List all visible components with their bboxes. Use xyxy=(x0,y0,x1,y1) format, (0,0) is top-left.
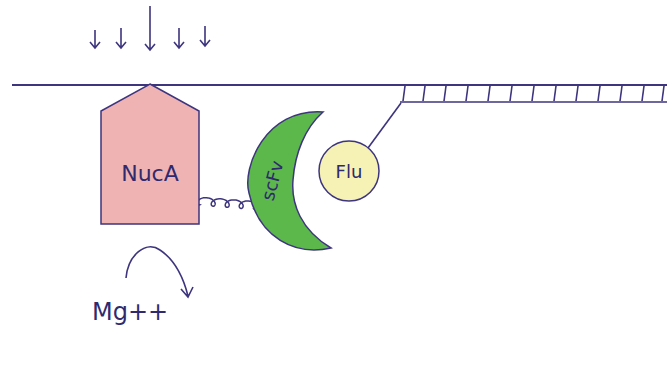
release-arrow xyxy=(126,247,193,297)
node-label: NucA xyxy=(121,161,179,186)
linker-coil xyxy=(197,198,257,210)
tether-line xyxy=(368,103,401,148)
cleavage-arrows xyxy=(90,6,210,50)
nuclease-pentagon: NucA xyxy=(100,83,200,225)
flu-circle: Flu xyxy=(318,140,380,202)
node-label: Flu xyxy=(336,161,363,182)
hybrid-strand xyxy=(400,86,667,102)
dna-strand xyxy=(12,84,667,86)
ion-label: Mg++ xyxy=(92,298,168,326)
node-outline xyxy=(100,83,200,225)
